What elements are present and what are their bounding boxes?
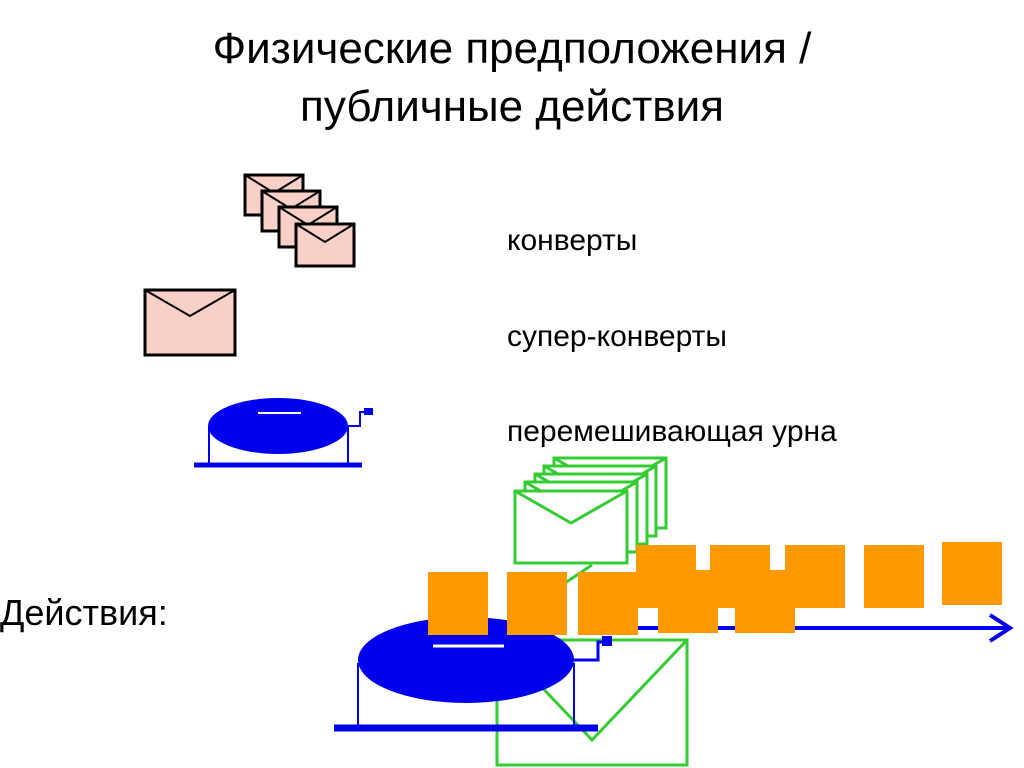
arrow-icon [590, 613, 1014, 643]
actions-label: Действия: [0, 592, 168, 633]
green-envelope-stack-icon [513, 456, 668, 565]
action-block [658, 570, 718, 633]
mixing-urn-icon [194, 398, 373, 468]
legend-label-super-envelopes: супер-конверты [507, 320, 727, 353]
action-block [507, 572, 567, 635]
envelope-stack-icon [243, 173, 356, 268]
large-mixing-urn-icon [334, 617, 612, 732]
title-line-1: Физические предположения / [212, 24, 812, 73]
action-blocks [428, 542, 1002, 635]
slide-title: Физические предположения / публичные дей… [0, 20, 1024, 136]
super-envelope-icon [143, 288, 237, 357]
action-block [428, 572, 488, 635]
title-line-2: публичные действия [300, 82, 724, 131]
action-block [578, 572, 638, 635]
green-envelope-icon [513, 489, 629, 565]
small-envelope-icon [294, 222, 356, 268]
action-block [864, 545, 924, 608]
action-block [942, 542, 1002, 605]
legend-label-mixing-urn: перемешивающая урна [507, 415, 837, 448]
legend-label-envelopes: конверты [507, 224, 638, 257]
action-block [785, 545, 845, 608]
actions-scene [334, 456, 1014, 767]
